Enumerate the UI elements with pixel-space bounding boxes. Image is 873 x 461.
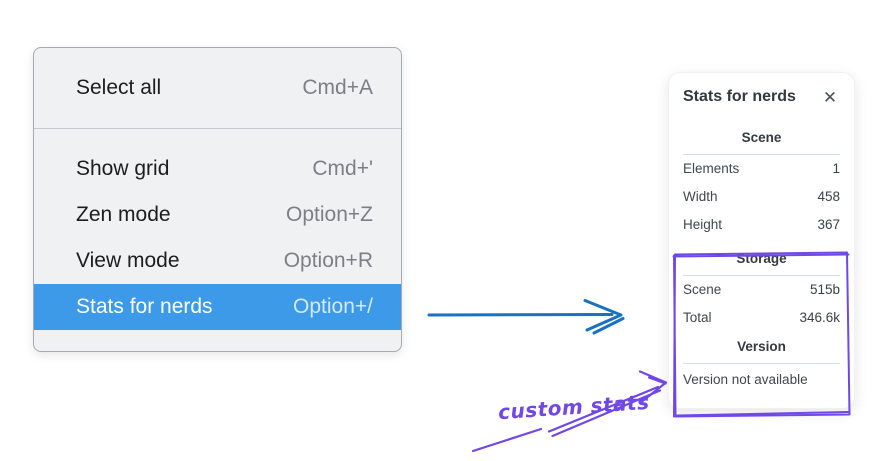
menu-item-shortcut: Option+/	[293, 295, 373, 318]
stat-value: 367	[817, 217, 840, 232]
menu-item-show-grid[interactable]: Show grid Cmd+'	[34, 146, 401, 192]
version-note: Version not available	[683, 372, 808, 387]
menu-item-select-all[interactable]: Select all Cmd+A	[34, 48, 401, 128]
stat-row-scene-storage: Scene 515b	[683, 276, 840, 304]
custom-stats-label: custom stats	[497, 389, 651, 425]
stat-label: Scene	[683, 282, 722, 297]
menu-section-top: Select all Cmd+A	[34, 48, 401, 128]
menu-item-zen-mode[interactable]: Zen mode Option+Z	[34, 192, 401, 238]
menu-section-bottom: Show grid Cmd+' Zen mode Option+Z View m…	[34, 129, 401, 351]
stat-row-total-storage: Total 346.6k	[683, 304, 840, 332]
menu-item-label: Zen mode	[76, 203, 171, 226]
context-menu: Select all Cmd+A Show grid Cmd+' Zen mod…	[33, 47, 402, 352]
menu-item-label: Show grid	[76, 157, 170, 180]
stat-value: 1	[832, 161, 840, 176]
section-heading-scene: Scene	[741, 130, 782, 145]
stat-row-width: Width 458	[683, 183, 840, 211]
stats-panel-header: Stats for nerds ✕	[683, 87, 840, 107]
stat-row-height: Height 367	[683, 211, 840, 239]
menu-item-label: View mode	[76, 249, 180, 272]
menu-item-label: Select all	[76, 76, 162, 99]
menu-item-shortcut: Cmd+A	[302, 76, 373, 99]
divider	[683, 154, 840, 155]
menu-item-shortcut: Cmd+'	[312, 157, 373, 180]
section-heading-storage: Storage	[736, 251, 787, 266]
menu-item-view-mode[interactable]: View mode Option+R	[34, 238, 401, 284]
menu-item-label: Stats for nerds	[76, 295, 213, 318]
stat-value: 458	[817, 189, 840, 204]
stat-row-elements: Elements 1	[683, 155, 840, 183]
menu-item-shortcut: Option+R	[283, 249, 373, 272]
stats-panel: Stats for nerds ✕ Scene Elements 1 Width…	[668, 72, 855, 409]
divider	[683, 363, 840, 364]
stat-label: Width	[683, 189, 718, 204]
stat-value: 515b	[809, 282, 840, 297]
stat-label: Total	[683, 310, 712, 325]
menu-item-stats-for-nerds[interactable]: Stats for nerds Option+/	[34, 284, 401, 330]
stat-label: Elements	[683, 161, 740, 176]
menu-separator	[34, 128, 401, 129]
menu-item-shortcut: Option+Z	[286, 203, 373, 226]
stat-value: 346.6k	[799, 310, 840, 325]
blue-arrow	[427, 299, 625, 335]
stats-panel-title: Stats for nerds	[683, 88, 796, 105]
stat-label: Height	[683, 217, 723, 232]
close-icon[interactable]: ✕	[820, 87, 840, 107]
section-heading-version: Version	[737, 339, 786, 354]
